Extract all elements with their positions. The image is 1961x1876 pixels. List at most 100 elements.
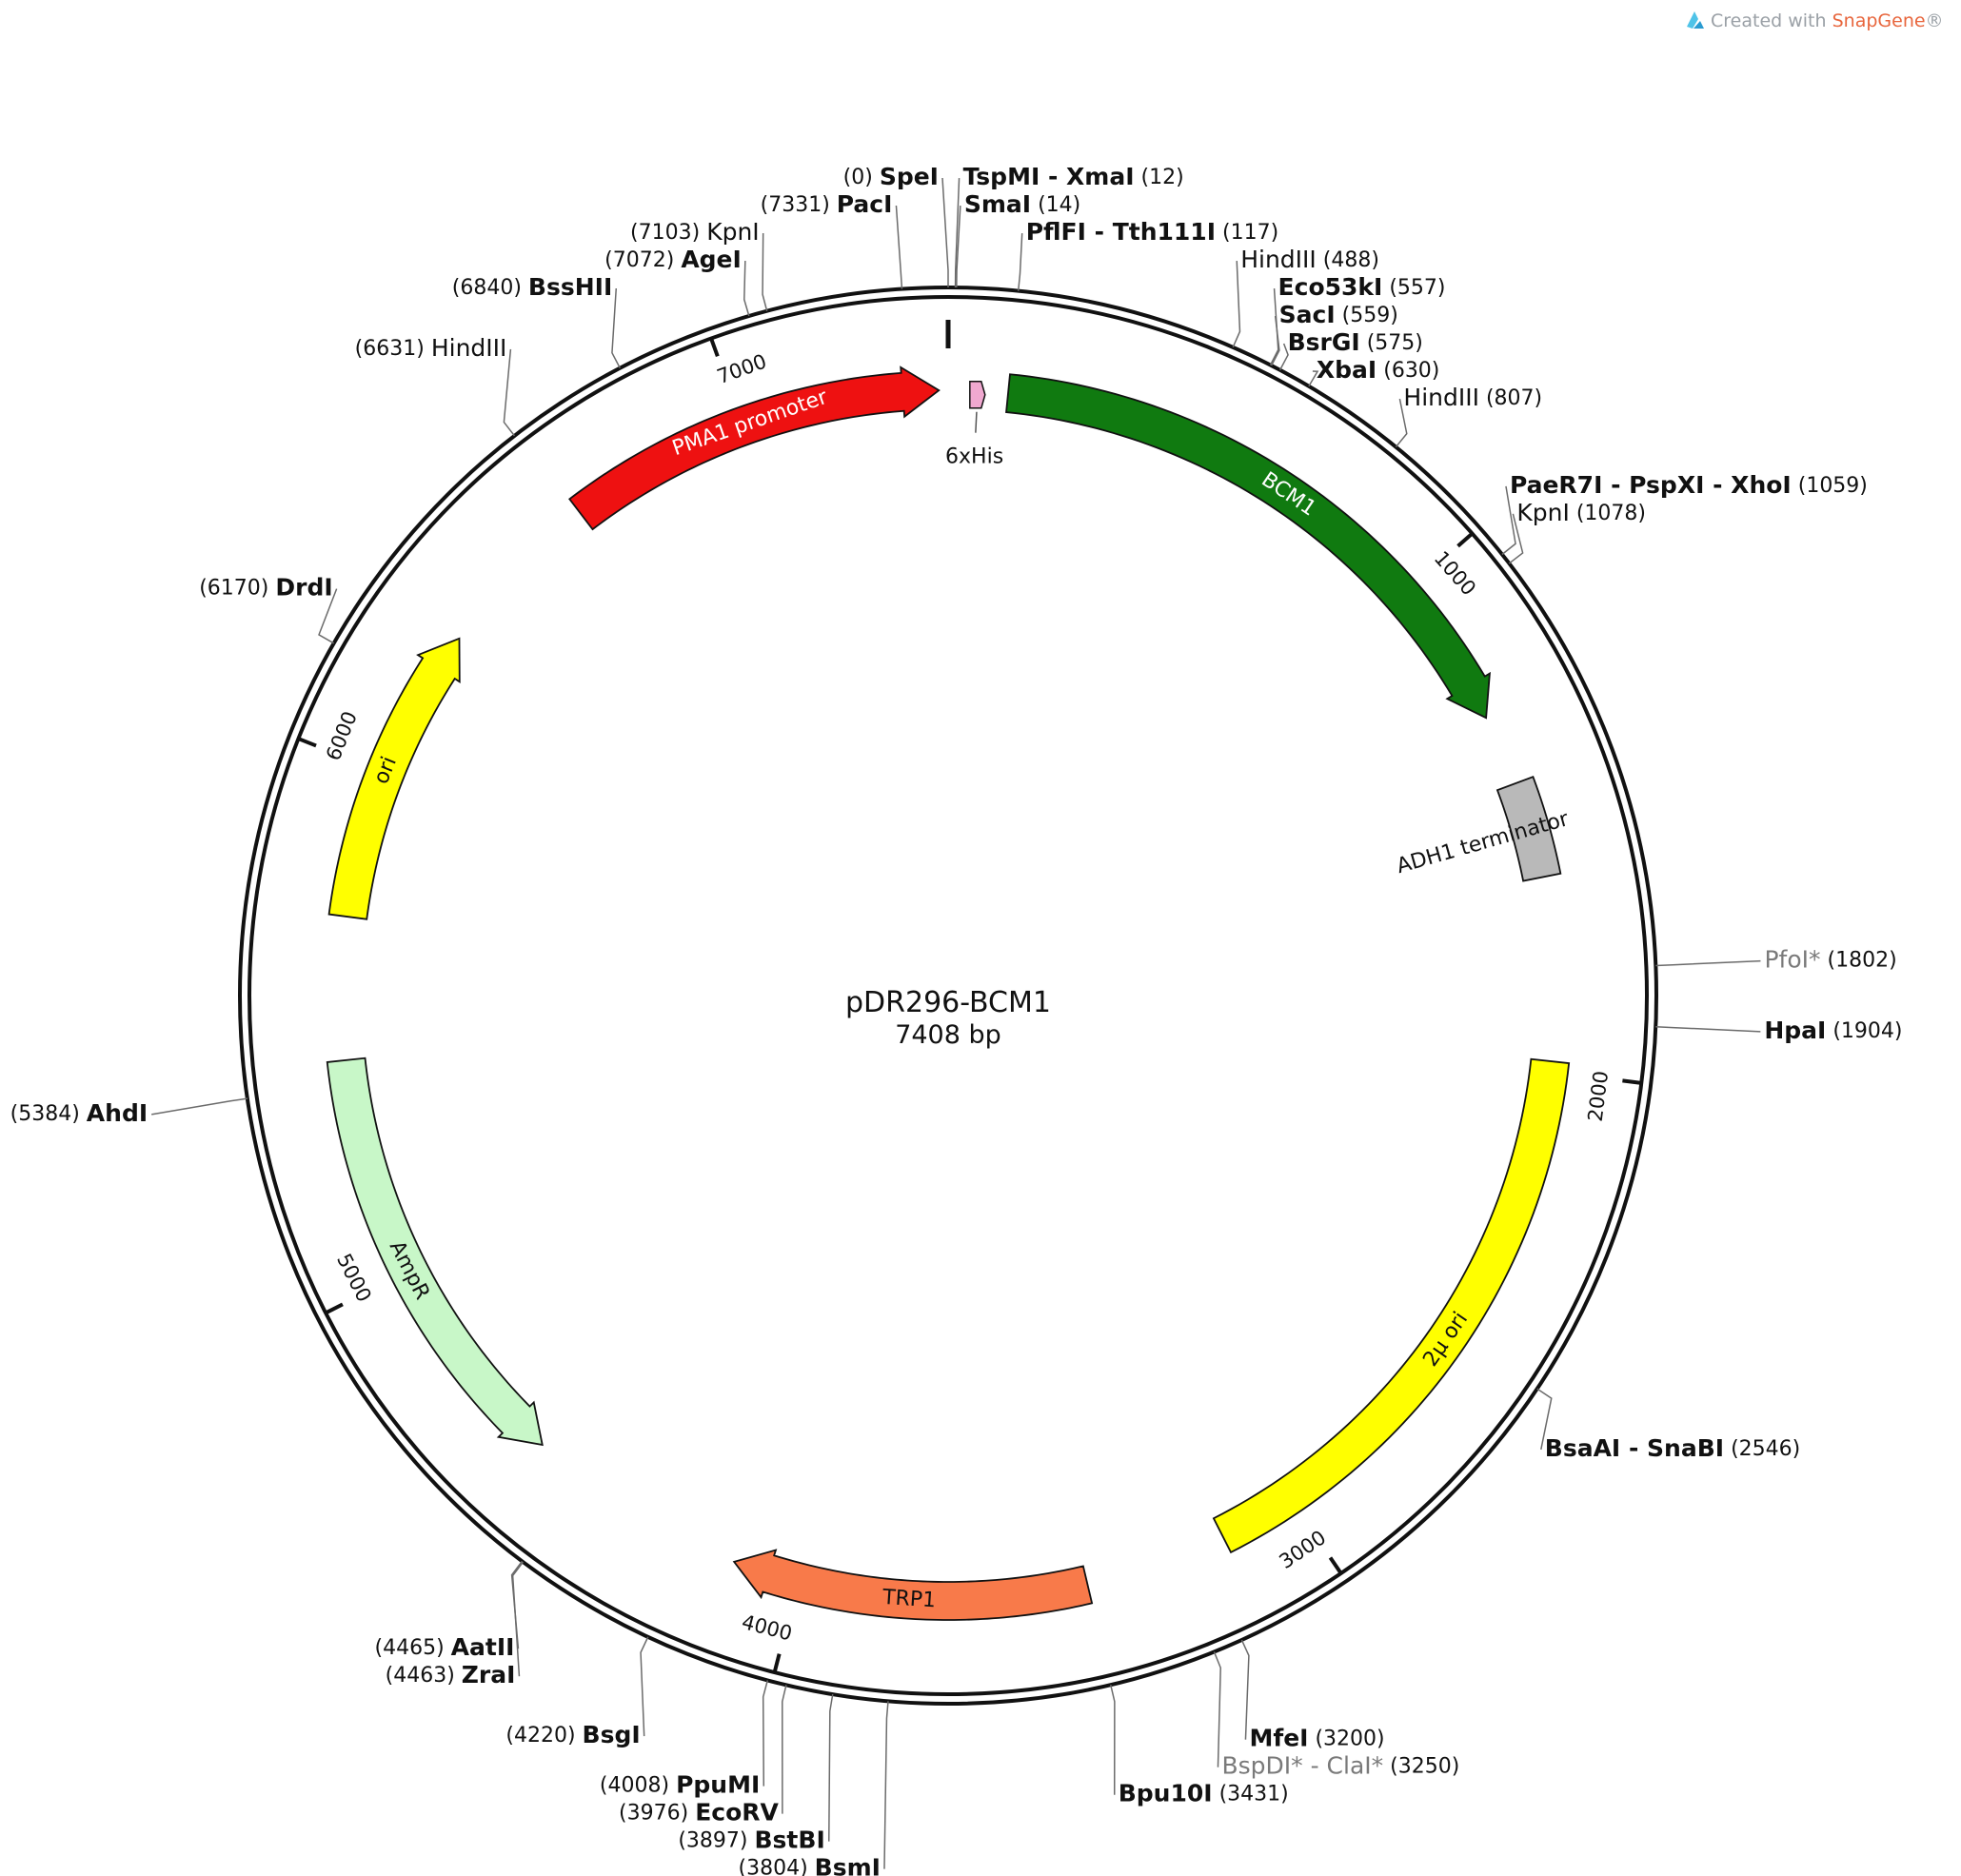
svg-text:PaeR7I - PspXI - XhoI (1059): PaeR7I - PspXI - XhoI (1059) [1510,471,1868,499]
site-position: (557) [1389,276,1445,300]
svg-text:SmaI (14): SmaI (14) [964,190,1080,218]
site-name: Bpu10I [1119,1780,1213,1807]
site-ecorv-3976: (3976) EcoRV [619,1685,787,1827]
svg-text:XbaI (630): XbaI (630) [1317,356,1440,384]
tick-6000 [297,737,317,748]
site-position: (3250) [1390,1755,1459,1779]
site-hindiii-6631: (6631) HindIII [355,334,516,437]
site-position: (117) [1222,221,1278,245]
site-mfei-3200: MfeI (3200) [1240,1639,1385,1752]
site-position: (6170) [199,577,268,601]
site-position: (3431) [1219,1783,1289,1807]
site-name: PacI [837,190,893,218]
site-position: (630) [1383,359,1439,383]
site-name: KpnI [706,218,759,246]
site-position: (1802) [1828,949,1897,973]
site-name: PflFI - Tth111I [1026,218,1216,246]
svg-text:TspMI - XmaI (12): TspMI - XmaI (12) [963,163,1184,190]
feature-adh1-terminator: ADH1 terminator [1394,776,1573,882]
site-name: BsaAI - SnaBI [1545,1434,1724,1462]
site-hindiii-807: HindIII (807) [1395,384,1542,448]
tick-label-4000: 4000 [740,1610,795,1646]
site-position: (0) [843,166,873,189]
snapgene-credit: Created with SnapGene® [1687,10,1944,31]
site-drdi-6170: (6170) DrdI [199,574,338,644]
credit-suffix: ® [1926,10,1944,31]
tick-2000 [1622,1078,1642,1085]
plasmid-name: pDR296-BCM1 [845,986,1051,1019]
site-name: PfoI* [1764,946,1820,974]
tick-3000 [1328,1556,1343,1575]
site-name: EcoRV [695,1799,779,1827]
svg-text:BsaAI - SnaBI (2546): BsaAI - SnaBI (2546) [1545,1434,1800,1462]
svg-text:(6631) HindIII: (6631) HindIII [355,334,507,362]
tick-label-5000: 5000 [332,1250,376,1306]
site-kpni-7103: (7103) KpnI [630,218,768,311]
site-hpai-1904: HpaI (1904) [1655,1017,1902,1044]
site-hindiii-488: HindIII (488) [1232,246,1379,348]
svg-text:Eco53kI (557): Eco53kI (557) [1278,273,1446,301]
svg-text:HpaI (1904): HpaI (1904) [1764,1017,1902,1044]
feature-trp1: TRP1 [732,1549,1094,1621]
site-position: (7103) [630,221,700,245]
site-pflfi-tth111i-117: PflFI - Tth111I (117) [1017,218,1278,291]
site-position: (2546) [1731,1437,1800,1461]
site-name: BsrGI [1288,328,1360,356]
site-position: (4008) [600,1774,669,1798]
site-position: (1904) [1832,1019,1902,1043]
site-name: DrdI [275,574,332,602]
tick-label-2000: 2000 [1584,1070,1614,1123]
site-name: SacI [1279,301,1336,328]
site-position: (575) [1367,331,1423,355]
site-name: PaeR7I - PspXI - XhoI [1510,471,1792,499]
site-bsrgi-575: BsrGI (575) [1278,328,1423,371]
site-name: HpaI [1764,1017,1826,1044]
site-position: (488) [1323,248,1379,272]
svg-text:MfeI (3200): MfeI (3200) [1249,1725,1384,1752]
site-bspdi-clai-3250: BspDI* - ClaI* (3250) [1213,1651,1459,1780]
site-pfoi-1802: PfoI* (1802) [1655,946,1897,974]
svg-text:HindIII (807): HindIII (807) [1403,384,1542,411]
feature-6xhis: 6xHis [945,381,1003,469]
site-ahdi-5384: (5384) AhdI [10,1097,248,1127]
site-spei-0: (0) SpeI [843,163,949,287]
svg-text:(3897) BstBI: (3897) BstBI [678,1827,824,1854]
site-paer7i-pspxi-xhoi-1059: PaeR7I - PspXI - XhoI (1059) [1501,471,1868,556]
site-position: (4465) [375,1636,445,1660]
site-name: AgeI [681,246,742,273]
site-name: Eco53kI [1278,273,1383,301]
site-aatii-4465: (4465) AatII [375,1560,524,1661]
credit-prefix: Created with [1711,10,1832,31]
site-name: BstBI [755,1827,825,1854]
site-position: (7072) [604,248,674,272]
site-name: HindIII [431,334,507,362]
site-name: TspMI - XmaI [963,163,1135,190]
site-position: (6840) [452,276,522,300]
tick-5000 [325,1302,344,1315]
site-smai-14: SmaI (14) [956,190,1080,288]
site-kpni-1078: KpnI (1078) [1508,499,1646,564]
snapgene-logo-icon [1687,11,1704,29]
feature-ori: ori [327,637,461,920]
credit-brand: SnapGene [1832,10,1926,31]
site-name: HindIII [1403,384,1479,411]
feature-label-trp1: TRP1 [881,1586,936,1613]
svg-text:(7103) KpnI: (7103) KpnI [630,218,760,246]
site-ppumi-4008: (4008) PpuMI [600,1680,769,1799]
site-name: BspDI* - ClaI* [1221,1752,1383,1780]
site-eco53ki-557: Eco53kI (557) [1269,273,1446,365]
site-position: (3200) [1315,1728,1384,1751]
site-name: SmaI [964,190,1031,218]
feature-2-ori: 2μ ori [1212,1057,1571,1554]
site-saci-559: SacI (559) [1271,301,1398,366]
tick-7000 [709,337,720,358]
svg-text:HindIII (488): HindIII (488) [1240,246,1379,273]
svg-text:(4463) ZraI: (4463) ZraI [386,1661,516,1688]
feature-bcm1: BCM1 [1005,373,1491,720]
svg-text:(5384) AhdI: (5384) AhdI [10,1099,149,1127]
site-position: (5384) [10,1102,80,1126]
svg-text:Bpu10I (3431): Bpu10I (3431) [1119,1780,1289,1807]
site-position: (1059) [1798,474,1868,498]
svg-text:(6170) DrdI: (6170) DrdI [199,574,332,602]
